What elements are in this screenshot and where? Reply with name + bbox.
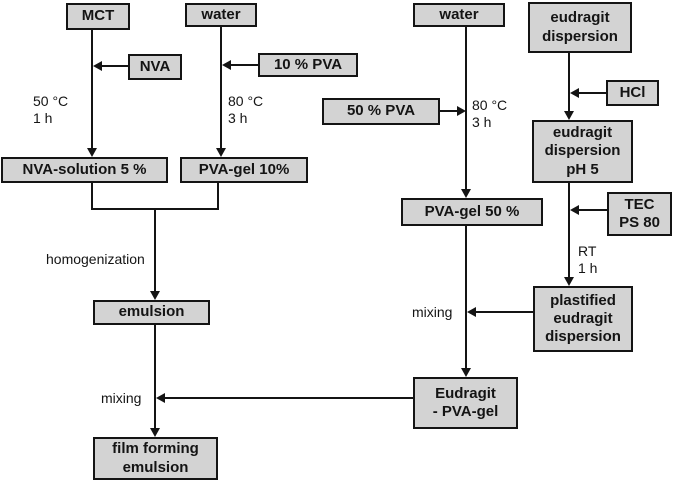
- arrowhead-into-plastified: [564, 277, 574, 286]
- node-eudragit-ph5-line3: pH 5: [566, 160, 599, 178]
- arrowhead-into-emulsion: [150, 291, 160, 300]
- arrowhead-into-film-forming: [150, 428, 160, 437]
- arrowhead-into-nva-solution: [87, 148, 97, 157]
- connector-plastified-to-pva-line: [476, 311, 533, 313]
- arrowhead-hcl-into-eudragit-line: [570, 88, 579, 98]
- condition-water-right-time: 3 h: [472, 114, 492, 130]
- connector-merge-down: [154, 208, 156, 292]
- arrowhead-pva10-into-water-line: [222, 60, 231, 70]
- connector-hcl: [579, 92, 606, 94]
- node-eudragit-pva-gel-line1: Eudragit: [435, 384, 496, 402]
- condition-tec-temp: RT: [578, 243, 597, 259]
- node-pva-gel-50-label: PVA-gel 50 %: [424, 202, 520, 220]
- node-water-left: water: [185, 3, 257, 27]
- node-film-forming-line2: emulsion: [122, 458, 189, 476]
- connector-pva10: [231, 64, 258, 66]
- connector-mct-down: [91, 30, 93, 149]
- arrowhead-into-pva-gel-50: [461, 189, 471, 198]
- label-mixing-left: mixing: [101, 390, 142, 406]
- node-emulsion: emulsion: [93, 300, 210, 325]
- condition-water-left: 80 °C 3 h: [228, 93, 263, 127]
- node-pva10: 10 % PVA: [258, 53, 358, 77]
- node-plastified-line1: plastified: [550, 291, 616, 309]
- condition-tec: RT 1 h: [578, 243, 597, 277]
- condition-tec-time: 1 h: [578, 260, 598, 276]
- arrowhead-nva-into-mct-line: [93, 61, 102, 71]
- arrowhead-into-pva-gel-10: [216, 148, 226, 157]
- connector-pva-gel-50-down: [465, 226, 467, 368]
- label-homogenization: homogenization: [46, 251, 145, 267]
- connector-eudragit-down-2: [568, 183, 570, 277]
- arrowhead-mixing-left: [156, 393, 165, 403]
- node-plastified-eudragit: plastified eudragit dispersion: [533, 286, 633, 352]
- node-tec-ps80: TEC PS 80: [607, 192, 672, 236]
- condition-water-left-temp: 80 °C: [228, 93, 264, 109]
- connector-emulsion-down: [154, 325, 156, 429]
- node-eudragit-pva-gel: Eudragit - PVA-gel: [413, 377, 518, 429]
- arrowhead-into-eudragit-ph5: [564, 111, 574, 120]
- connector-tec: [579, 209, 607, 211]
- node-pva-gel-10-label: PVA-gel 10%: [198, 160, 290, 178]
- arrowhead-into-eudragit-pva-gel: [461, 368, 471, 377]
- node-hcl-label: HCl: [619, 83, 646, 101]
- node-water-right: water: [413, 3, 505, 27]
- node-eudragit-dispersion-line1: eudragit: [550, 9, 610, 27]
- condition-mct: 50 °C 1 h: [33, 93, 68, 127]
- node-plastified-line3: dispersion: [545, 328, 621, 346]
- arrowhead-pva50-into-water-line: [457, 106, 466, 116]
- node-film-forming-emulsion: film forming emulsion: [93, 437, 218, 480]
- node-pva50-label: 50 % PVA: [346, 102, 416, 120]
- node-tec-line1: TEC: [624, 195, 655, 213]
- node-eudragit-ph5-line2: dispersion: [544, 142, 621, 160]
- node-eudragit-pva-gel-line2: - PVA-gel: [432, 403, 499, 420]
- condition-water-left-time: 3 h: [228, 110, 248, 126]
- node-nva-solution: NVA-solution 5 %: [1, 157, 168, 183]
- connector-eudragit-pva-gel-to-emulsion-line: [165, 397, 413, 399]
- connector-water-left-down: [220, 27, 222, 149]
- node-water-left-label: water: [201, 5, 241, 23]
- node-nva-label: NVA: [139, 57, 171, 75]
- node-mct-label: MCT: [81, 7, 115, 25]
- connector-nva: [102, 65, 128, 67]
- condition-mct-time: 1 h: [33, 110, 53, 126]
- node-tec-line2: PS 80: [619, 214, 660, 231]
- condition-water-right-temp: 80 °C: [472, 97, 508, 113]
- node-eudragit-dispersion-line2: dispersion: [542, 27, 618, 45]
- arrowhead-tec-into-eudragit-line: [570, 205, 579, 215]
- node-hcl: HCl: [606, 80, 659, 106]
- node-pva-gel-50: PVA-gel 50 %: [401, 198, 543, 226]
- node-film-forming-line1: film forming: [112, 440, 199, 458]
- node-pva-gel-10: PVA-gel 10%: [180, 157, 308, 183]
- node-pva10-label: 10 % PVA: [273, 55, 343, 73]
- node-nva-solution-label: NVA-solution 5 %: [22, 160, 147, 178]
- node-pva50: 50 % PVA: [322, 98, 440, 125]
- connector-merge-stub-left: [91, 183, 93, 210]
- node-mct: MCT: [66, 3, 130, 30]
- condition-mct-temp: 50 °C: [33, 93, 69, 109]
- connector-eudragit-down-1: [568, 53, 570, 111]
- node-water-right-label: water: [439, 5, 479, 23]
- connector-pva50: [440, 110, 457, 112]
- node-plastified-line2: eudragit: [553, 309, 613, 327]
- arrowhead-mixing-right: [467, 307, 476, 317]
- label-mixing-right: mixing: [412, 304, 453, 320]
- node-nva: NVA: [128, 54, 182, 80]
- condition-water-right: 80 °C 3 h: [472, 97, 507, 131]
- node-eudragit-ph5-line1: eudragit: [552, 124, 613, 142]
- node-eudragit-dispersion: eudragit dispersion: [528, 2, 632, 53]
- connector-water-right-down: [465, 27, 467, 189]
- node-eudragit-ph5: eudragit dispersion pH 5: [532, 120, 633, 183]
- connector-merge-stub-right: [217, 183, 219, 210]
- node-emulsion-label: emulsion: [118, 303, 185, 321]
